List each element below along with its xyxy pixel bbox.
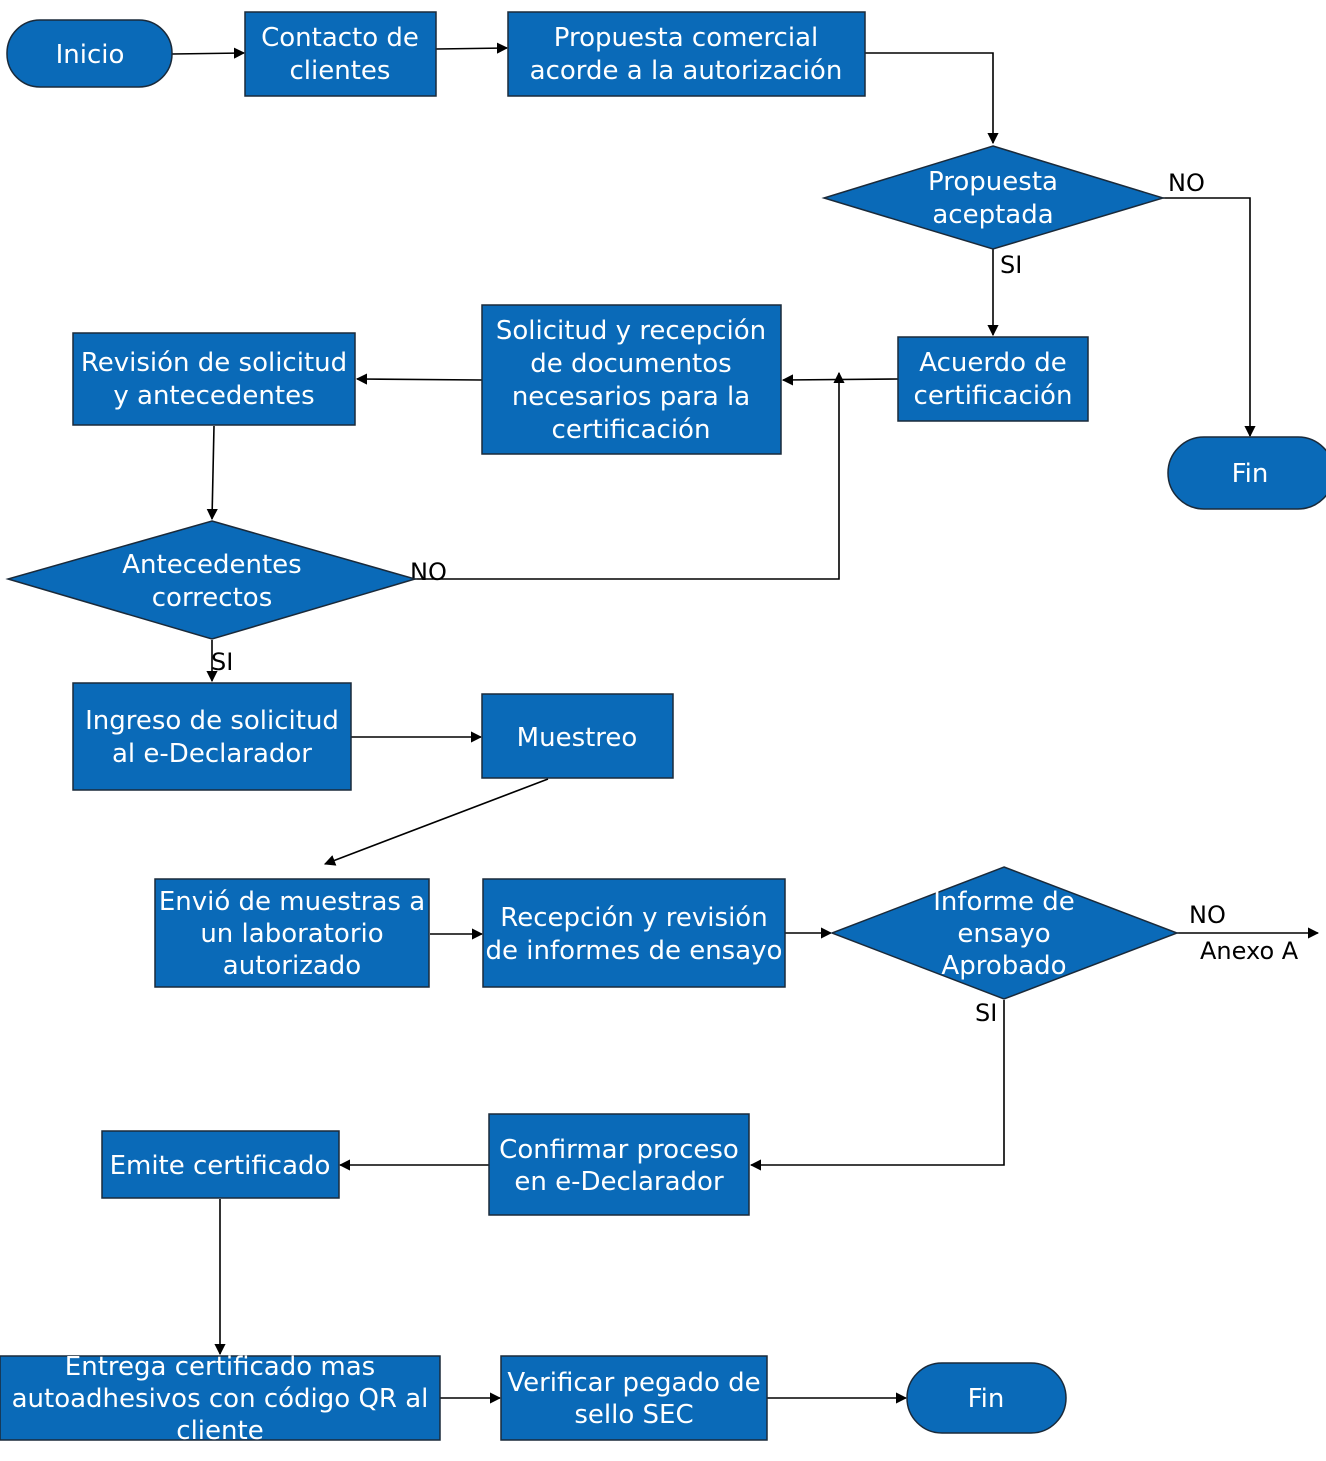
terminal-fin-top: Fin bbox=[1167, 436, 1326, 510]
node-label: aceptada bbox=[932, 200, 1053, 230]
edge-antecedentes-no-loop bbox=[415, 371, 845, 580]
process-entrega-certificado: Entrega certificado mas autoadhesivos co… bbox=[0, 1352, 441, 1446]
node-label: acorde a la autorización bbox=[530, 56, 843, 86]
edge-acuerdo-solicitud bbox=[781, 374, 899, 386]
decision-propuesta-aceptada: Propuesta aceptada bbox=[821, 145, 1166, 250]
node-label: autoadhesivos con código QR al bbox=[12, 1384, 429, 1414]
node-label: correctos bbox=[152, 583, 273, 613]
node-label: necesarios para la bbox=[512, 382, 750, 412]
node-label: Emite certificado bbox=[110, 1151, 331, 1181]
node-label: Informe de bbox=[933, 887, 1075, 917]
decision-antecedentes-correctos: Antecedentes correctos bbox=[5, 520, 418, 640]
decision-informe-aprobado: Informe de ensayo Aprobado bbox=[829, 866, 1180, 1000]
node-label: certificación bbox=[914, 381, 1073, 411]
node-label: Propuesta comercial bbox=[554, 23, 818, 53]
node-label: ensayo bbox=[957, 919, 1050, 949]
edge-solicitud-revision bbox=[355, 373, 483, 385]
node-label: Inicio bbox=[56, 40, 125, 70]
node-label: Fin bbox=[968, 1384, 1005, 1414]
process-solicitud-recepcion: Solicitud y recepción de documentos nece… bbox=[481, 304, 782, 455]
node-label: y antecedentes bbox=[113, 381, 314, 411]
label-informe-si: SI bbox=[975, 999, 997, 1027]
node-label: clientes bbox=[290, 56, 391, 86]
node-label: cliente bbox=[176, 1416, 263, 1446]
process-acuerdo-certificacion: Acuerdo de certificación bbox=[897, 336, 1089, 422]
edge-propuesta-no-fin bbox=[1163, 197, 1256, 438]
label-anexo-a: Anexo A bbox=[1200, 937, 1299, 965]
node-label: Antecedentes bbox=[122, 550, 301, 580]
node-label: Acuerdo de bbox=[919, 348, 1067, 378]
node-label: en e-Declarador bbox=[514, 1167, 724, 1197]
process-confirmar-proceso: Confirmar proceso en e-Declarador bbox=[488, 1113, 750, 1216]
node-label: Recepción y revisión bbox=[500, 903, 767, 933]
edge-muestreo-envio bbox=[323, 778, 549, 866]
label-propuesta-no: NO bbox=[1168, 169, 1205, 197]
label-propuesta-si: SI bbox=[1000, 251, 1022, 279]
process-muestreo: Muestreo bbox=[481, 693, 674, 779]
terminal-inicio: Inicio bbox=[6, 19, 173, 88]
process-revision-solicitud: Revisión de solicitud y antecedentes bbox=[72, 332, 356, 426]
process-ingreso-solicitud: Ingreso de solicitud al e-Declarador bbox=[72, 682, 352, 791]
node-label: Envió de muestras a bbox=[159, 887, 425, 917]
label-antecedentes-si: SI bbox=[211, 648, 233, 676]
node-label: autorizado bbox=[223, 951, 361, 981]
process-envio-muestras: Envió de muestras a un laboratorio autor… bbox=[154, 878, 430, 988]
edge-inicio-contacto bbox=[171, 47, 246, 59]
node-label: Confirmar proceso bbox=[499, 1135, 739, 1165]
edge-revision-decision bbox=[206, 425, 218, 521]
label-informe-no: NO bbox=[1189, 901, 1226, 929]
node-label: Propuesta bbox=[928, 167, 1058, 197]
edge-propuesta-decision bbox=[865, 52, 999, 145]
edge-labels: NO SI NO SI NO Anexo A SI bbox=[211, 169, 1299, 1027]
connectors bbox=[171, 42, 1320, 1404]
node-label: un laboratorio bbox=[200, 919, 383, 949]
edge-contacto-propuesta bbox=[435, 42, 509, 54]
node-label: Aprobado bbox=[941, 951, 1066, 981]
process-propuesta-comercial: Propuesta comercial acorde a la autoriza… bbox=[507, 11, 866, 97]
process-verificar-pegado: Verificar pegado de sello SEC bbox=[500, 1355, 768, 1441]
terminal-fin-bottom: Fin bbox=[906, 1362, 1067, 1434]
edge-informe-si-confirmar bbox=[749, 1000, 1005, 1171]
node-label: Fin bbox=[1232, 459, 1269, 489]
process-recepcion-informes: Recepción y revisión de informes de ensa… bbox=[482, 878, 786, 988]
node-label: de documentos bbox=[530, 349, 731, 379]
node-label: Muestreo bbox=[517, 723, 638, 753]
process-contacto-clientes: Contacto de clientes bbox=[244, 11, 437, 97]
node-label: certificación bbox=[552, 415, 711, 445]
node-label: Ingreso de solicitud bbox=[85, 706, 339, 736]
node-label: sello SEC bbox=[574, 1400, 693, 1430]
node-label: Entrega certificado mas bbox=[65, 1352, 375, 1382]
node-label: de informes de ensayo bbox=[486, 936, 783, 966]
node-label: Solicitud y recepción bbox=[496, 316, 766, 346]
process-emite-certificado: Emite certificado bbox=[101, 1130, 340, 1199]
node-label: Contacto de bbox=[261, 23, 419, 53]
label-antecedentes-no: NO bbox=[410, 558, 447, 586]
node-label: Revisión de solicitud bbox=[81, 348, 347, 378]
node-label: Verificar pegado de bbox=[507, 1368, 760, 1398]
node-label: al e-Declarador bbox=[112, 739, 312, 769]
nodes: Inicio Contacto de clientes Propuesta co… bbox=[0, 11, 1326, 1446]
